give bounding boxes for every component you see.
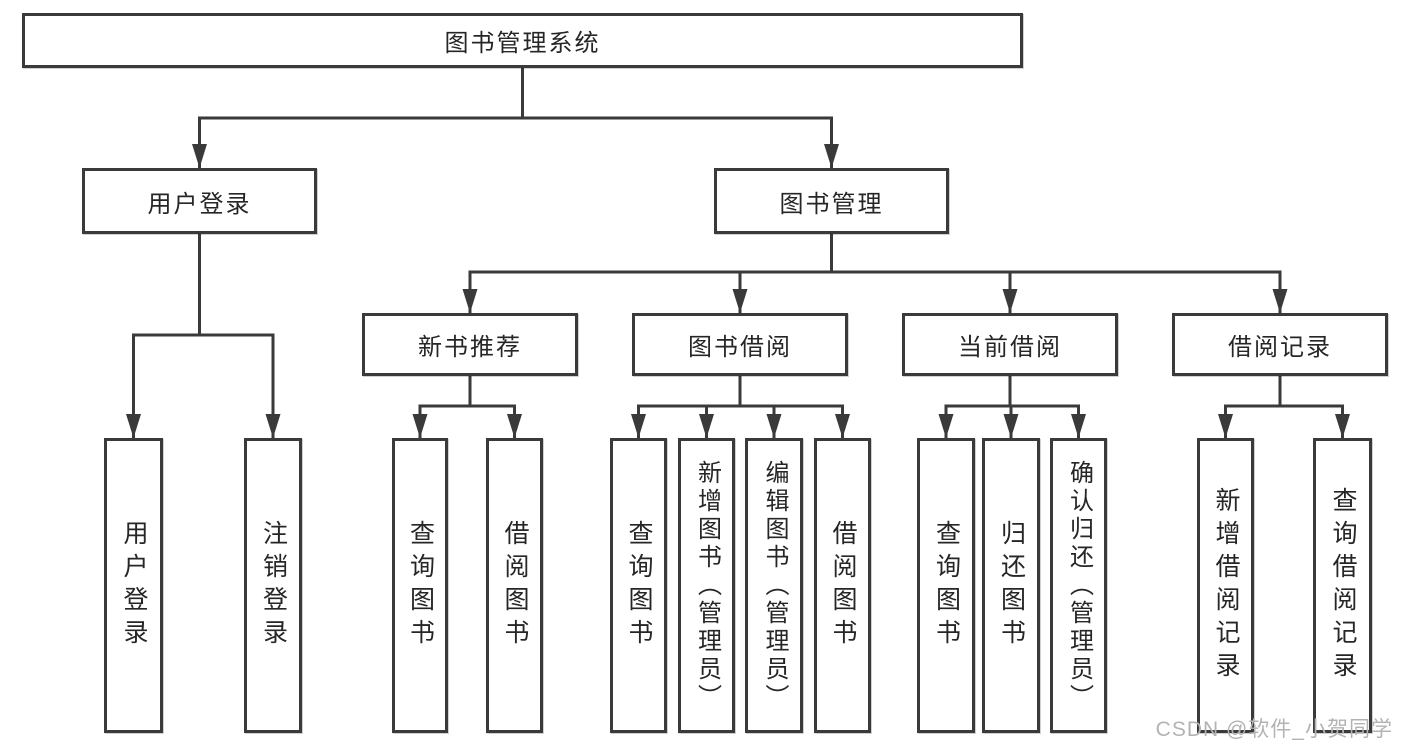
node-label: 用户登录 xyxy=(120,519,148,652)
node-label: 用户登录 xyxy=(147,190,252,218)
node-label: 借阅图书 xyxy=(501,519,529,652)
leaf-borrow-books-recommend: 借阅图书 xyxy=(486,438,543,733)
node-borrow-record: 借阅记录 xyxy=(1172,313,1388,376)
node-label: 图书管理系统 xyxy=(444,30,601,57)
node-label: 图书管理 xyxy=(779,190,884,218)
leaf-query-books-current: 查询图书 xyxy=(917,438,975,733)
leaf-add-books-admin: 新增图书（管理员） xyxy=(678,438,735,733)
node-label: 新书推荐 xyxy=(418,334,522,361)
node-book-management: 图书管理 xyxy=(714,168,949,234)
node-label: 查询图书 xyxy=(932,519,961,652)
node-label: 确认归还（管理员） xyxy=(1065,459,1093,712)
node-current-borrow: 当前借阅 xyxy=(902,313,1118,376)
node-label: 新增借阅记录 xyxy=(1212,486,1240,685)
leaf-borrow-books: 借阅图书 xyxy=(814,438,871,733)
watermark: CSDN @软件_小贺同学 xyxy=(1155,718,1393,741)
node-book-borrow: 图书借阅 xyxy=(632,313,848,376)
connector-segments xyxy=(132,68,1344,408)
node-root: 图书管理系统 xyxy=(22,13,1023,68)
node-label: 查询借阅记录 xyxy=(1329,486,1357,685)
node-label: 编辑图书（管理员） xyxy=(761,459,788,712)
leaf-logout-login: 注销登录 xyxy=(244,438,302,733)
leaf-query-books-recommend: 查询图书 xyxy=(392,438,448,733)
leaf-return-books: 归还图书 xyxy=(982,438,1040,733)
connector-arrows xyxy=(126,118,1350,438)
node-label: 归还图书 xyxy=(997,519,1026,652)
node-label: 新增图书（管理员） xyxy=(693,459,721,712)
leaf-confirm-return-admin: 确认归还（管理员） xyxy=(1050,438,1107,733)
node-label: 借阅记录 xyxy=(1228,334,1332,361)
leaf-user-login: 用户登录 xyxy=(104,438,163,733)
node-label: 查询图书 xyxy=(406,519,435,652)
leaf-add-borrow-record: 新增借阅记录 xyxy=(1197,438,1254,733)
node-label: 注销登录 xyxy=(259,519,288,652)
node-label: 图书借阅 xyxy=(688,334,792,361)
leaf-query-borrow-record: 查询借阅记录 xyxy=(1313,438,1372,733)
node-label: 当前借阅 xyxy=(958,334,1062,361)
node-new-book-recommend: 新书推荐 xyxy=(362,313,578,376)
leaf-query-books-borrow: 查询图书 xyxy=(610,438,667,733)
node-label: 借阅图书 xyxy=(829,519,857,652)
node-user-login: 用户登录 xyxy=(82,168,317,234)
leaf-edit-books-admin: 编辑图书（管理员） xyxy=(745,438,803,733)
node-label: 查询图书 xyxy=(625,519,653,652)
